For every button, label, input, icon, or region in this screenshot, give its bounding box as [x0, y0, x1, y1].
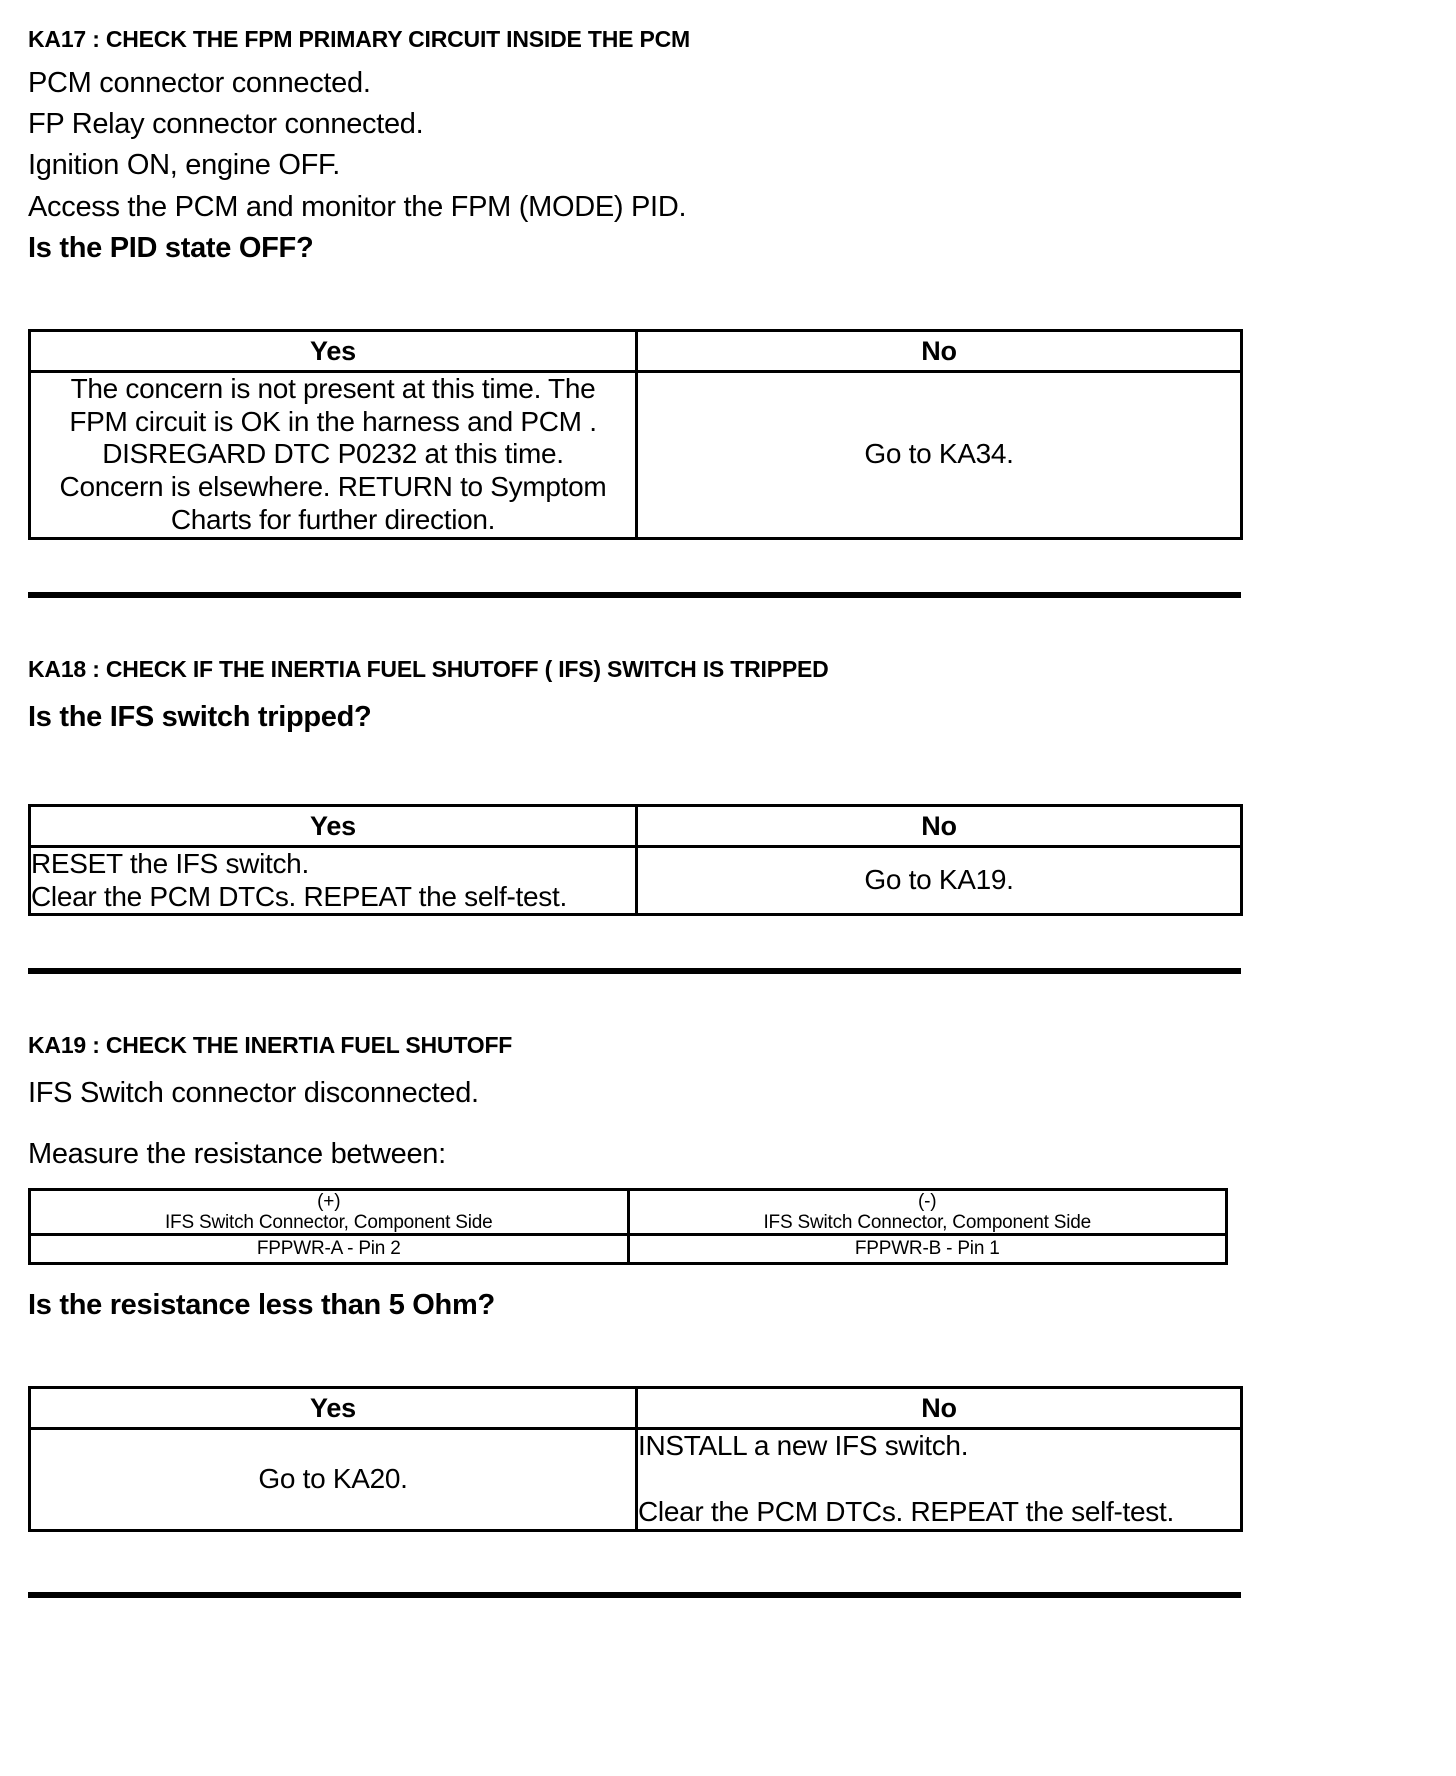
cell-line: Go to KA20. — [258, 1463, 408, 1495]
measurement-table-ka19: (+) IFS Switch Connector, Component Side… — [28, 1187, 1228, 1266]
decision-table-ka17: Yes No The concern is not present at thi… — [28, 328, 1243, 540]
pin-negative: FPPWR-B - Pin 1 — [626, 1233, 1228, 1266]
table-row: RESET the IFS switch. Clear the PCM DTCs… — [28, 844, 1243, 917]
column-header-no: No — [635, 1386, 1243, 1431]
cell-line: The concern is not present at this time.… — [70, 372, 596, 404]
question-ka17: Is the PID state OFF? — [28, 231, 314, 264]
cell-line-blank — [638, 1463, 1240, 1496]
cell-no-ka18: Go to KA19. — [635, 844, 1243, 917]
table-header-row: Yes No — [28, 1386, 1243, 1431]
table-row: The concern is not present at this time.… — [28, 369, 1243, 540]
table-header-row: Yes No — [28, 803, 1243, 848]
polarity-negative: (-) — [918, 1190, 937, 1212]
column-header-yes: Yes — [28, 1386, 638, 1431]
connector-description-positive: IFS Switch Connector, Component Side — [164, 1211, 493, 1233]
section-ka19: KA19 : CHECK THE INERTIA FUEL SHUTOFF IF… — [0, 1032, 1456, 1532]
section-divider — [28, 968, 1241, 975]
cell-line: Charts for further direction. — [170, 503, 496, 535]
cell-no-ka17: Go to KA34. — [635, 369, 1243, 540]
cell-line: Go to KA19. — [864, 864, 1014, 896]
cell-line: Clear the PCM DTCs. REPEAT the self-test… — [638, 1495, 1174, 1527]
cell-negative-terminal: (-) IFS Switch Connector, Component Side — [626, 1187, 1228, 1237]
cell-yes-ka18: RESET the IFS switch. Clear the PCM DTCs… — [28, 844, 638, 917]
instruction-line: Ignition ON, engine OFF. — [28, 149, 340, 182]
cell-positive-terminal: (+) IFS Switch Connector, Component Side — [28, 1187, 630, 1237]
section-divider — [28, 1591, 1241, 1598]
instruction-line: PCM connector connected. — [28, 67, 371, 99]
question-ka18: Is the IFS switch tripped? — [28, 700, 372, 733]
cell-line: RESET the IFS switch. — [31, 847, 309, 879]
section-ka17: KA17 : CHECK THE FPM PRIMARY CIRCUIT INS… — [0, 28, 1456, 540]
cell-line: FPM circuit is OK in the harness and PCM… — [69, 405, 597, 437]
measurement-pin-row: FPPWR-A - Pin 2 FPPWR-B - Pin 1 — [28, 1233, 1228, 1266]
decision-table-ka18: Yes No RESET the IFS switch. Clear the P… — [28, 803, 1243, 917]
pin-positive: FPPWR-A - Pin 2 — [28, 1233, 630, 1266]
instruction-line: Access the PCM and monitor the FPM (MODE… — [28, 190, 687, 223]
cell-line: Concern is elsewhere. RETURN to Symptom — [59, 471, 607, 503]
section-ka18: KA18 : CHECK IF THE INERTIA FUEL SHUTOFF… — [0, 655, 1456, 917]
table-row: Go to KA20. INSTALL a new IFS switch. Cl… — [28, 1427, 1243, 1532]
step-heading-ka19: KA19 : CHECK THE INERTIA FUEL SHUTOFF — [28, 1032, 513, 1059]
instruction-line: FP Relay connector connected. — [28, 108, 424, 141]
polarity-positive: (+) — [317, 1190, 341, 1212]
column-header-yes: Yes — [28, 803, 638, 848]
cell-line: INSTALL a new IFS switch. — [638, 1430, 969, 1462]
instruction-line: Measure the resistance between: — [28, 1138, 446, 1171]
decision-table-ka19: Yes No Go to KA20. INSTALL a new IFS swi… — [28, 1386, 1243, 1532]
column-header-yes: Yes — [28, 328, 638, 373]
connector-description-negative: IFS Switch Connector, Component Side — [763, 1211, 1092, 1233]
column-header-no: No — [635, 803, 1243, 848]
cell-yes-ka19: Go to KA20. — [28, 1427, 638, 1532]
column-header-no: No — [635, 328, 1243, 373]
cell-line: Clear the PCM DTCs. REPEAT the self-test… — [31, 880, 567, 912]
instruction-line: IFS Switch connector disconnected. — [28, 1077, 479, 1110]
question-ka19: Is the resistance less than 5 Ohm? — [28, 1289, 495, 1322]
step-heading-ka18: KA18 : CHECK IF THE INERTIA FUEL SHUTOFF… — [28, 655, 829, 682]
step-heading-ka17: KA17 : CHECK THE FPM PRIMARY CIRCUIT INS… — [28, 26, 690, 52]
cell-no-ka19: INSTALL a new IFS switch. Clear the PCM … — [635, 1427, 1243, 1532]
top-spacer — [0, 0, 1456, 28]
cell-line: Go to KA34. — [864, 438, 1014, 470]
section-divider — [28, 591, 1241, 598]
table-header-row: Yes No — [28, 328, 1243, 373]
cell-line: DISREGARD DTC P0232 at this time. — [102, 438, 564, 470]
measurement-header-row: (+) IFS Switch Connector, Component Side… — [28, 1187, 1228, 1237]
cell-yes-ka17: The concern is not present at this time.… — [28, 369, 638, 540]
